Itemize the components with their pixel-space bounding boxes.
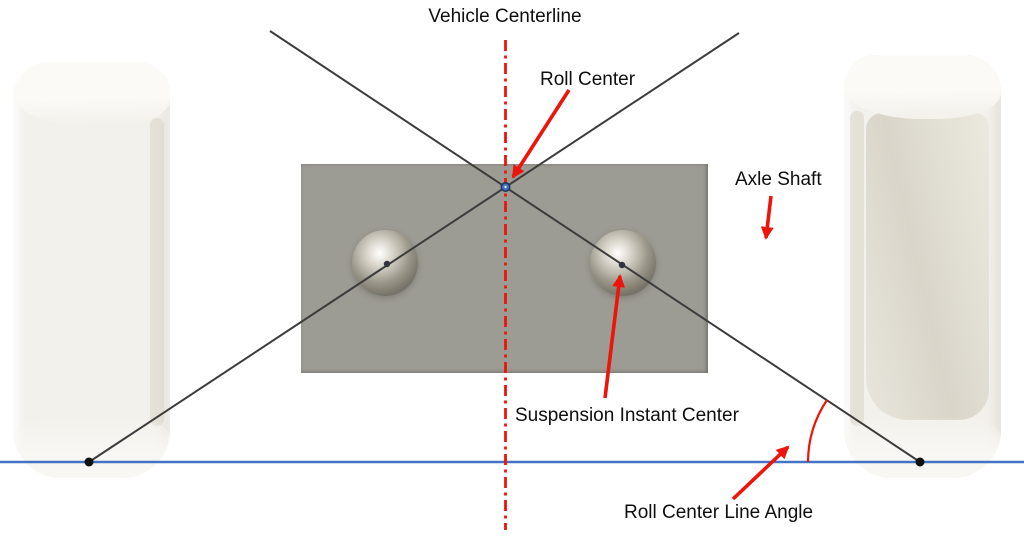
right-contact-patch-dot [915,457,925,467]
right-instant-center-dot [618,261,626,269]
left-instant-center-dot [383,260,391,268]
roll-center-label: Roll Center [540,69,636,90]
right-wheel-inner-wall [866,113,989,420]
roll-center-dot-core [504,185,507,189]
vehicle-centerline-label: Vehicle Centerline [428,6,582,27]
right-wheel-bottom-face [844,416,1001,478]
roll-center-line-left [88,32,740,463]
roll-center-line-angle-label: Roll Center Line Angle [624,502,814,523]
roll-center-arrow [511,89,571,179]
right-wheel-top-face [844,55,1001,119]
left-wheel-body [13,62,170,478]
left-wheel-top-face [13,62,170,126]
roll-center-line-angle-arc [806,399,828,463]
left-wheel-tread-edge [150,118,164,426]
left-wheel [13,62,170,478]
roll-center-line-angle-arrow [731,445,790,501]
suspension-instant-center-label: Suspension Instant Center [515,405,739,426]
right-wheel [844,55,1001,478]
roll-center-line-right [269,30,921,463]
suspension-instant-center-arrow [603,274,626,399]
left-contact-patch-dot [84,457,94,467]
right-wheel-tread-edge [850,111,864,426]
axle-shaft-arrow [760,195,774,240]
axle-shaft-label: Axle Shaft [735,169,822,190]
